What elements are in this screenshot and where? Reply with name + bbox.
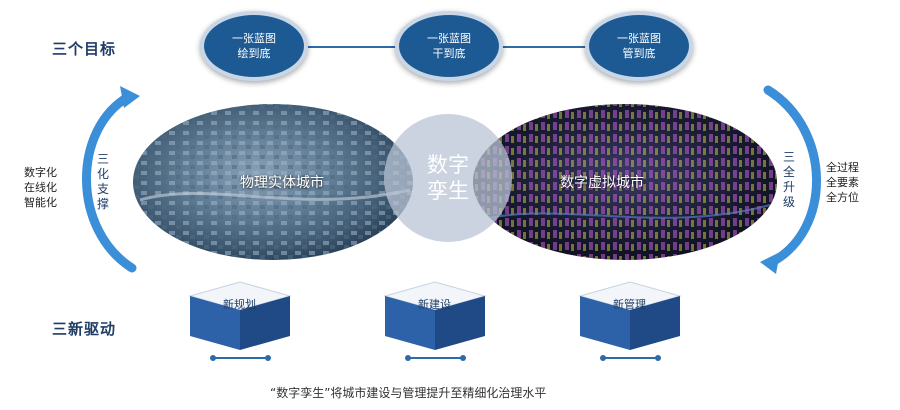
driver-cube-1 [188, 281, 292, 350]
driver-cube-3 [578, 281, 682, 350]
driver-label-3: 新管理 [613, 298, 646, 311]
driver-cube-2 [383, 281, 487, 350]
drivers-title: 三新驱动 [52, 320, 117, 338]
left-curved-arrow [82, 92, 137, 273]
twin-label: 数字 孪生 [414, 152, 482, 204]
left-arrow-head [120, 86, 140, 108]
twin-label-line1: 数字 [427, 153, 469, 177]
left-attr-2: 在线化 [24, 181, 57, 194]
cube-marker-3 [600, 355, 661, 361]
physical-city-disc [133, 104, 413, 260]
goal-line2: 绘到底 [237, 47, 271, 60]
right-attr-3: 全方位 [826, 191, 859, 204]
goal-connector [305, 46, 403, 48]
left-arrow-text: 三化支撑 [96, 152, 109, 211]
goal-pill-1: 一张蓝图 绘到底 [200, 11, 308, 81]
diagram-caption: “数字孪生”将城市建设与管理提升至精细化治理水平 [270, 386, 547, 400]
goal-connector [500, 46, 598, 48]
left-attr-3: 智能化 [24, 196, 57, 209]
driver-label-2: 新建设 [418, 298, 451, 311]
driver-label-1: 新规划 [223, 298, 256, 311]
goal-line2: 管到底 [622, 47, 656, 60]
goal-line1: 一张蓝图 [617, 32, 661, 45]
goal-line2: 干到底 [432, 47, 466, 60]
right-attributes: 全过程 全要素 全方位 [826, 160, 859, 205]
left-attr-1: 数字化 [24, 166, 57, 179]
twin-overlap [384, 114, 512, 242]
right-arrow-text: 三全升级 [782, 150, 795, 209]
cube-marker-2 [405, 355, 466, 361]
physical-city-label: 物理实体城市 [240, 175, 324, 191]
goals-title: 三个目标 [52, 40, 117, 58]
right-curved-arrow [763, 85, 821, 267]
right-arrow-head [760, 252, 780, 274]
goal-line1: 一张蓝图 [232, 32, 276, 45]
twin-label-line2: 孪生 [427, 179, 469, 203]
cube-marker-1 [210, 355, 271, 361]
right-attr-1: 全过程 [826, 161, 859, 174]
left-attributes: 数字化 在线化 智能化 [24, 165, 57, 210]
goal-line1: 一张蓝图 [427, 32, 471, 45]
digital-city-label: 数字虚拟城市 [560, 175, 644, 191]
goal-pill-2: 一张蓝图 干到底 [395, 11, 503, 81]
goal-pill-3: 一张蓝图 管到底 [585, 11, 693, 81]
right-attr-2: 全要素 [826, 176, 859, 189]
digital-city-disc [473, 104, 777, 260]
